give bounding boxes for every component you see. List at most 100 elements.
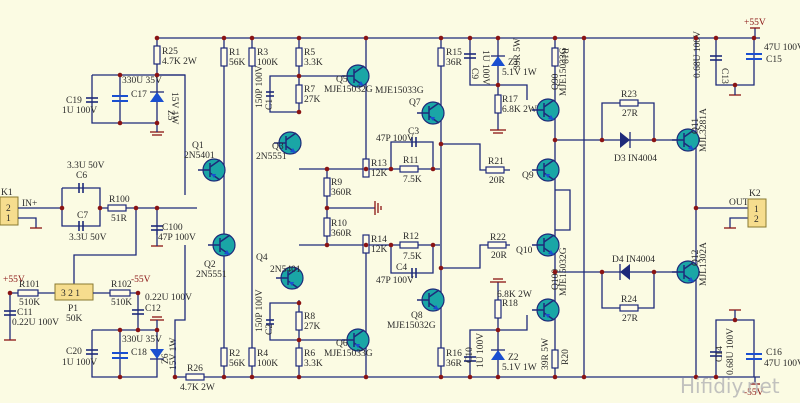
c4-ref: C4 [396,263,407,273]
junction-dot [495,82,501,88]
transistor-collector [683,261,695,270]
transistor-collector [209,159,221,168]
r24-ref: R24 [621,295,637,305]
p1-ref: P1 [68,304,78,314]
r5-ref: R5 [304,48,315,58]
r23-value: 27R [622,109,639,119]
r18-ref: R18 [502,299,518,309]
r100-ref: R100 [109,195,130,205]
junction-dot [135,290,141,296]
junction-dot [552,35,558,41]
junction-dot [133,205,139,211]
junction-dot [438,374,444,380]
q1-part: 2N5401 [184,151,215,161]
k1-pin-2: 2 [6,204,11,214]
r12-value: 7.5K [403,252,422,262]
junction-dot [117,120,123,126]
junction-dot [713,35,719,41]
d3-value: IN4004 [628,154,657,164]
transistor-arrow-icon [224,250,230,255]
q8-ref: Q8 [411,311,423,321]
junction-layer [7,35,757,380]
r4-value: 100K [257,359,278,369]
junction-dot [552,374,558,380]
c100-value: 47P 100V [158,233,196,243]
transistor-collector [543,299,555,308]
junction-dot [388,166,394,172]
k2-ref: K2 [749,189,761,199]
r15-ref: R15 [446,48,462,58]
junction-dot [599,137,605,143]
junction-dot [59,205,65,211]
transistor-arrow-icon [688,277,694,282]
junction-dot [495,35,501,41]
transistor-collector [285,132,297,141]
junction-dot [324,205,330,211]
junction-dot [651,269,657,275]
transistor-arrow-icon [545,174,550,178]
q2-part: 2N5551 [196,270,227,280]
r8-value: 27K [304,322,321,332]
c11-value: 0.22U 100V [12,318,59,328]
r22-value: 20R [491,251,508,261]
junction-dot [117,327,123,333]
junction-dot [249,35,255,41]
r21-value: 20R [489,176,506,186]
rail-pos-label: +55V [744,18,766,28]
junction-dot [172,374,178,380]
input-section: 2 1 K1 IN+ 3.3U 50V C6 C7 3.3U 50V R100 … [0,161,197,285]
junction-dot [221,35,227,41]
q3-part: 2N5551 [256,152,287,162]
junction-dot [651,137,657,143]
r14-value: 12K [371,245,388,255]
r19-ref: R19 [559,48,569,64]
c18-ref: C18 [131,348,147,358]
c9-ref: C9 [469,68,479,79]
junction-dot [296,35,302,41]
q12-part: MJL1302A [699,242,709,286]
r100-body [107,204,127,212]
r102-body [109,289,131,297]
r5-value: 3.3K [304,58,323,68]
transistor-collector [428,289,440,298]
r12-ref: R12 [403,232,419,242]
p1-potentiometer[interactable] [54,283,94,301]
junction-dot [438,35,444,41]
transistor-collector [683,129,695,138]
r2-ref: R2 [229,349,240,359]
q10-ref: Q10 [516,246,533,256]
r17-value: 6.8K 2W [502,105,537,115]
k1-connector[interactable] [0,196,19,226]
q4-part: 2N5401 [270,265,301,275]
r15-value: 36R [446,58,463,68]
z6-value: 15V 1W [169,338,179,370]
r3-ref: R3 [257,48,268,58]
z1-ref: Z1 [508,58,519,68]
c7-value: 3.3U 50V [69,233,107,243]
c16-ref: C16 [766,348,782,358]
r2-value: 56K [229,359,246,369]
r10-ref: R10 [331,219,347,229]
r22-ref: R22 [490,233,506,243]
c20-ref: C20 [66,347,82,357]
r19-value: 39R 5W [513,38,523,70]
junction-dot [363,374,369,380]
junction-dot [581,374,587,380]
q8-part: MJE15032G [387,321,436,331]
transistor-collector [219,234,231,243]
offset-neg-rail: -55V [131,275,151,285]
c6-value: 3.3U 50V [67,161,105,171]
transistor-arrow-icon [355,344,360,348]
k2-connector[interactable] [747,198,767,228]
transistor-arrow-icon [358,81,364,86]
junction-dot [599,269,605,275]
junction-dot [154,205,160,211]
junction-dot [693,374,699,380]
r21-ref: R21 [488,157,504,167]
r102-value: 510K [111,298,132,308]
transistor-arrow-icon [548,115,554,120]
